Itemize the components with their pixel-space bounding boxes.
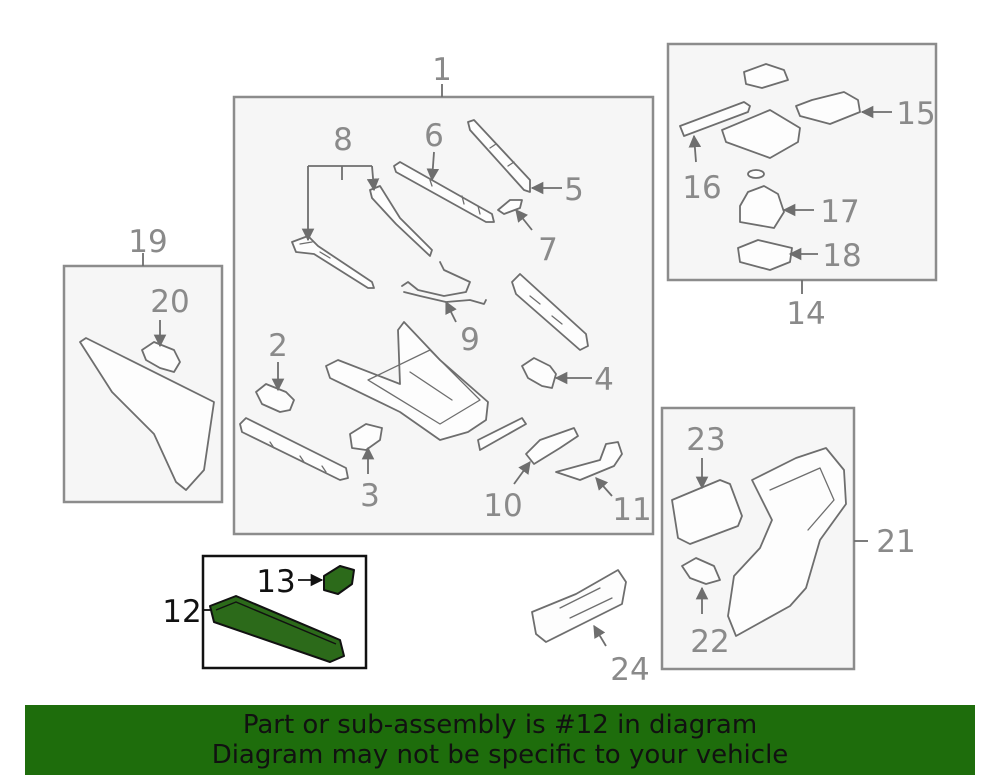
callout-21: 21 bbox=[876, 524, 915, 560]
part-7-clip bbox=[497, 199, 523, 215]
callout-4: 4 bbox=[594, 362, 614, 398]
part-unlabeled-side-rail bbox=[511, 273, 589, 351]
part-10-bracket bbox=[525, 427, 579, 465]
leader-9 bbox=[445, 300, 457, 323]
callout-9: 9 bbox=[460, 322, 480, 358]
callout-7: 7 bbox=[538, 232, 558, 268]
assembly-frame-14 bbox=[666, 42, 938, 282]
notice-banner-background bbox=[25, 705, 975, 775]
leader-7 bbox=[515, 209, 533, 231]
callout-16: 16 bbox=[682, 170, 721, 206]
leader-10 bbox=[513, 460, 531, 485]
leader-11 bbox=[595, 477, 613, 497]
part-15-bracket bbox=[795, 91, 861, 125]
callout-6: 6 bbox=[424, 118, 444, 154]
part-9-wire-harness bbox=[401, 261, 487, 305]
callout-13: 13 bbox=[256, 564, 295, 600]
callout-23: 23 bbox=[686, 422, 725, 458]
part-2-bracket bbox=[255, 383, 295, 413]
callout-18: 18 bbox=[822, 238, 861, 274]
part-unlabeled-cover bbox=[743, 63, 789, 89]
leader-16 bbox=[688, 134, 702, 163]
callout-17: 17 bbox=[820, 194, 859, 230]
callout-3: 3 bbox=[360, 478, 380, 514]
part-19-side-panel bbox=[79, 337, 215, 491]
part-front-bezel bbox=[477, 417, 527, 451]
part-unlabeled-lid bbox=[721, 109, 801, 159]
part-17-shifter-housing bbox=[739, 185, 785, 229]
part-11-bracket bbox=[555, 441, 623, 481]
notice-banner: Part or sub-assembly is #12 in diagram D… bbox=[25, 705, 975, 775]
part-21-console-end-panel bbox=[727, 447, 847, 637]
part-4-bracket bbox=[521, 357, 557, 389]
part-24-storage-bin bbox=[531, 569, 627, 643]
callout-8: 8 bbox=[333, 122, 353, 158]
notice-banner-line-2: Diagram may not be specific to your vehi… bbox=[211, 740, 789, 770]
part-5-trim-strip bbox=[467, 119, 531, 193]
part-22-clip bbox=[681, 557, 721, 585]
leader-8-right bbox=[366, 165, 380, 192]
callout-10: 10 bbox=[483, 488, 522, 524]
callout-19: 19 bbox=[128, 224, 167, 260]
part-18-bezel bbox=[737, 239, 793, 271]
part-3-clip bbox=[349, 423, 383, 451]
part-16-trim-strip bbox=[679, 101, 751, 137]
callout-24: 24 bbox=[610, 652, 649, 688]
callout-11: 11 bbox=[612, 492, 651, 528]
callout-2: 2 bbox=[268, 328, 288, 364]
part-lower-trim-panel bbox=[239, 417, 349, 481]
callout-15: 15 bbox=[896, 96, 935, 132]
leader-6 bbox=[426, 151, 440, 182]
part-console-tray bbox=[325, 321, 489, 441]
part-13-clip-highlighted bbox=[323, 565, 355, 595]
part-12-armrest-highlighted bbox=[209, 595, 345, 663]
part-unlabeled-ring bbox=[747, 169, 765, 179]
part-23-panel bbox=[671, 479, 743, 545]
callout-12: 12 bbox=[162, 594, 201, 630]
notice-banner-line-1: Part or sub-assembly is #12 in diagram bbox=[242, 710, 758, 740]
callout-22: 22 bbox=[690, 624, 729, 660]
callout-1: 1 bbox=[432, 52, 452, 88]
part-8-right-rail bbox=[369, 185, 433, 257]
callout-20: 20 bbox=[150, 284, 189, 320]
callout-5: 5 bbox=[564, 172, 584, 208]
callout-14: 14 bbox=[786, 296, 825, 332]
leader-24 bbox=[593, 624, 607, 647]
